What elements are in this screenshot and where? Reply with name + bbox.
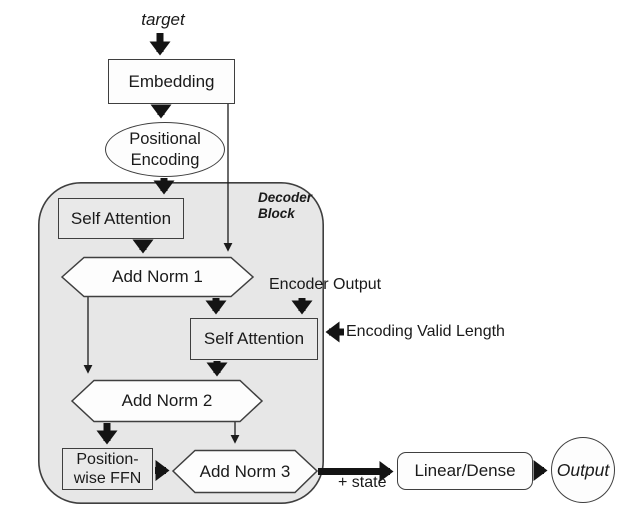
positional-encoding-line2: Encoding [130, 150, 200, 169]
add-norm-2-hexagon [70, 379, 264, 423]
add-norm-1-node: Add Norm 1 [112, 267, 203, 286]
self-attention-2-node: Self Attention [190, 318, 318, 360]
decoder-block-label: Decoder Block [258, 188, 318, 224]
encoder-output-label: Encoder Output [269, 276, 382, 293]
embedding-node: Embedding [108, 59, 235, 104]
position-wise-ffn-line2: wise FFN [73, 470, 142, 487]
add-norm-3-node: Add Norm 3 [199, 461, 291, 481]
add-norm-2-node: Add Norm 2 [121, 391, 213, 410]
encoding-valid-length-label: Encoding Valid Length [346, 323, 505, 340]
add-norm-1-hexagon [60, 256, 255, 298]
decoder-block-label-line2: Block [258, 206, 295, 221]
add-norm-3-hexagon [171, 449, 319, 494]
position-wise-ffn-node: Position- wise FFN [62, 448, 153, 490]
self-attention-1-node: Self Attention [58, 198, 184, 239]
linear-dense-node: Linear/Dense [397, 452, 533, 490]
output-node: Output [551, 437, 615, 503]
decoder-block-label-line1: Decoder [258, 189, 313, 205]
target-label: target [141, 10, 185, 29]
position-wise-ffn-line1: Position- [76, 451, 139, 468]
plus-state-label: + state [338, 474, 387, 491]
positional-encoding-line1: Positional [129, 129, 201, 148]
positional-encoding-node: Positional Encoding [105, 122, 225, 177]
